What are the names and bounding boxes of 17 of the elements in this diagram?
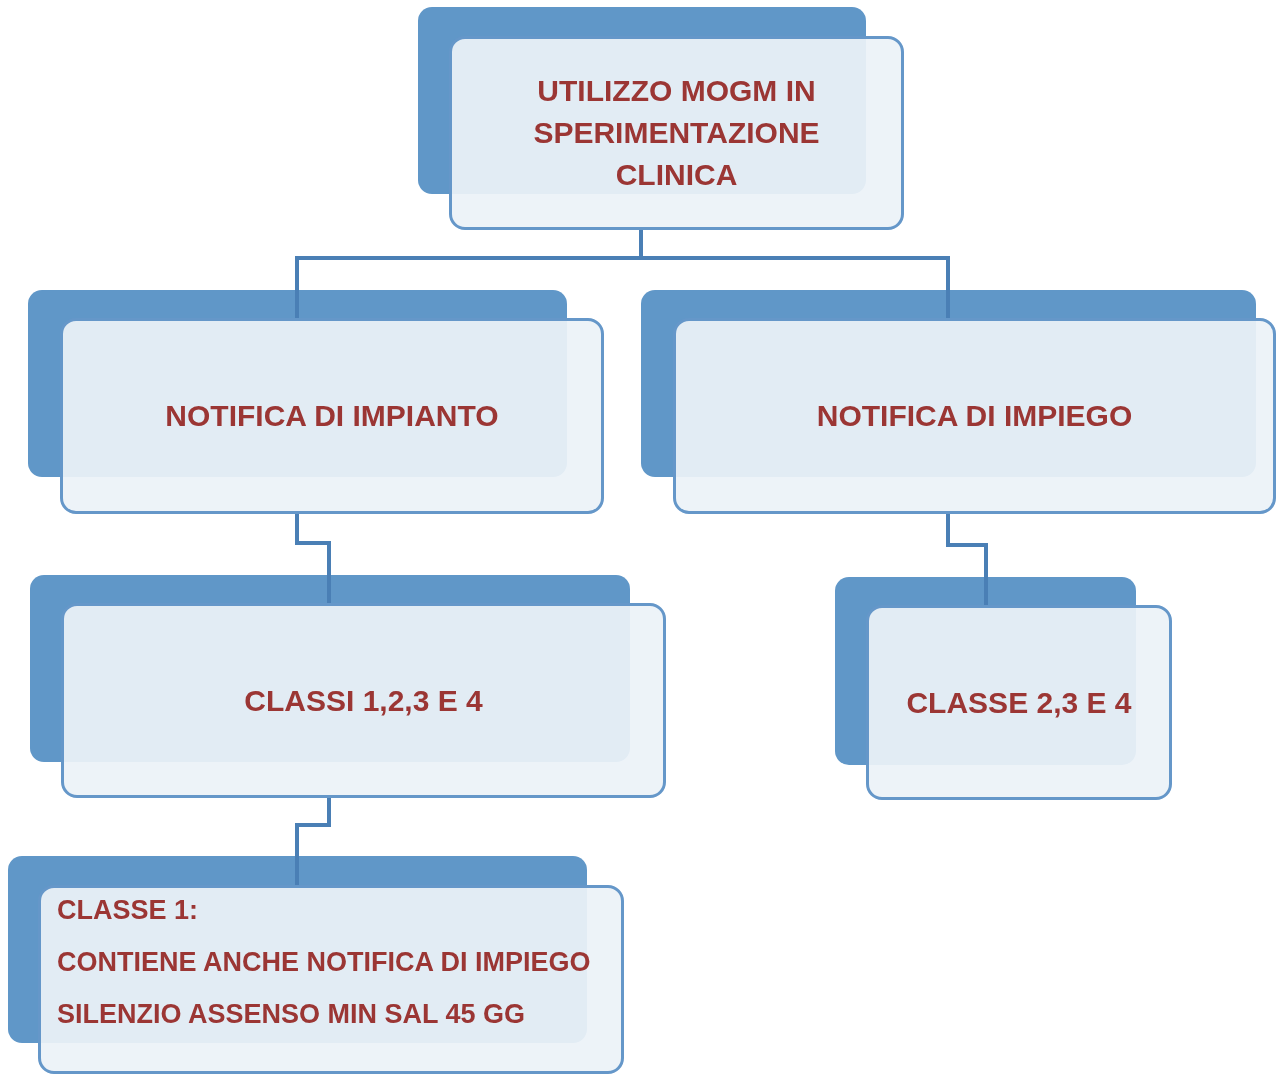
box-text: UTILIZZO MOGM IN SPERIMENTAZIONE CLINICA	[532, 73, 821, 193]
box-text: CLASSE 1:	[57, 894, 199, 927]
connector-line	[295, 798, 331, 885]
process-box	[38, 885, 624, 1074]
connector-line	[946, 514, 988, 605]
process-box	[60, 318, 604, 514]
process-box	[673, 318, 1276, 514]
process-box	[866, 605, 1172, 800]
connector-line	[295, 514, 331, 603]
box-text: CLASSE 2,3 E 4	[906, 684, 1132, 721]
process-box	[449, 36, 904, 230]
box-text: SILENZIO ASSENSO MIN SAL 45 GG	[57, 997, 526, 1031]
process-box	[61, 603, 666, 798]
box-text: NOTIFICA DI IMPIEGO	[816, 398, 1133, 434]
box-text: CLASSI 1,2,3 E 4	[244, 682, 483, 719]
box-text: CONTIENE ANCHE NOTIFICA DI IMPIEGO	[57, 945, 591, 979]
box-text: NOTIFICA DI IMPIANTO	[165, 398, 499, 434]
